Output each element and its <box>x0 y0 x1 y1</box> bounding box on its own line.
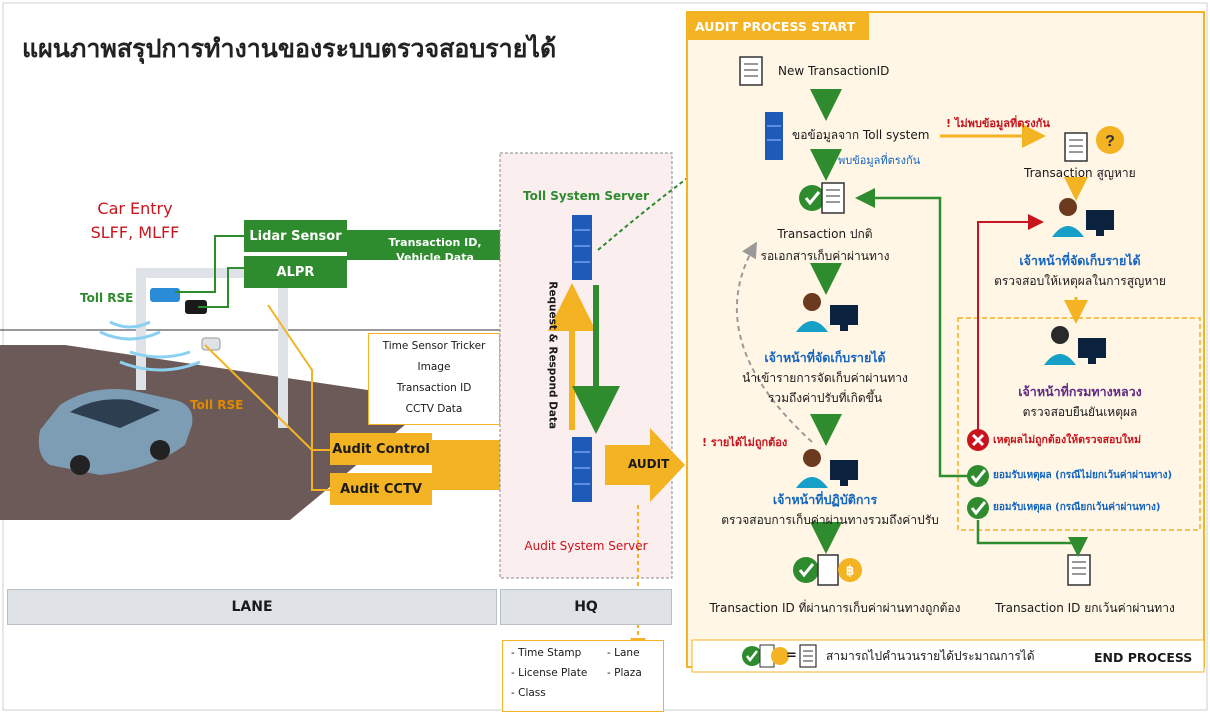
road <box>0 345 435 520</box>
accept-exempt-label: ยอมรับเหตุผล (กรณียกเว้นค่าผ่านทาง) <box>993 502 1161 513</box>
new-tx-label: New TransactionID <box>778 64 890 78</box>
dept-officer-desc: ตรวจสอบยืนยันเหตุผล <box>1022 405 1138 419</box>
stamp-item: - Class <box>511 687 546 699</box>
process-start-banner <box>687 12 869 40</box>
reject-x-icon <box>967 429 989 451</box>
operator-title: เจ้าหน้าที่ปฏิบัติการ <box>772 492 878 507</box>
collector-2-desc: ตรวจสอบให้เหตุผลในการสูญหาย <box>994 274 1166 288</box>
toll-gantry-icon <box>99 268 288 428</box>
alpr-connector <box>198 267 244 308</box>
stamp-box: - Time Stamp - License Plate - Class - L… <box>502 640 664 712</box>
audit-cctv-box: Audit CCTV <box>330 473 432 505</box>
audit-cctv-connector <box>267 304 330 491</box>
collector-1-desc-2: รวมถึงค่าปรับที่เกิดขึ้น <box>767 391 883 405</box>
data-list-item: Time Sensor Tricker <box>382 340 486 352</box>
audit-control-box: Audit Control <box>330 433 432 465</box>
reject-label: เหตุผลไม่ถูกต้องให้ตรวจสอบใหม่ <box>993 434 1141 446</box>
car-modes-label: SLFF, MLFF <box>90 223 180 242</box>
operator-desc: ตรวจสอบการเก็บค่าผ่านทางรวมถึงค่าปรับ <box>721 513 939 527</box>
process-start-label: AUDIT PROCESS START <box>695 19 856 34</box>
car-entry-label: Car Entry <box>97 199 173 218</box>
transaction-data-arrow <box>347 213 560 277</box>
stamp-item: - Lane <box>607 647 640 659</box>
tx-correct-label: Transaction ID ที่ผ่านการเก็บค่าผ่านทางถ… <box>709 601 961 615</box>
flow-reject-loop <box>977 214 1044 440</box>
car-icon <box>38 389 193 475</box>
accept-check-icon-2 <box>967 497 989 519</box>
request-toll-label: ขอข้อมูลจาก Toll system <box>792 128 930 142</box>
legend-doc-icon <box>799 644 817 668</box>
legend-text: สามารถไปคำนวนรายได้ประมาณการได้ <box>826 649 1035 663</box>
revenue-wrong-label: ! รายได้ไม่ถูกต้อง <box>702 436 788 449</box>
legend-check-coin-icon <box>742 644 789 668</box>
tx-exempt-label: Transaction ID ยกเว้นค่าผ่านทาง <box>995 601 1175 615</box>
found-label: พบข้อมูลที่ตรงกัน <box>838 154 921 167</box>
audit-server-label: Audit System Server <box>524 539 648 553</box>
stamp-item: - Time Stamp <box>511 647 582 659</box>
tx-exempt-icon <box>1067 554 1091 586</box>
flow-revenue-wrong-loop <box>735 241 813 443</box>
question-bubble-icon: ? <box>1096 126 1124 154</box>
toll-system-server-icon <box>765 112 783 160</box>
accept-check-icon-1 <box>967 465 989 487</box>
new-transaction-icon <box>739 56 763 86</box>
green-arrow-label-2: Vehicle Data <box>396 251 474 264</box>
request-respond-label: Request & Respond Data <box>546 281 559 430</box>
legend-equals: = <box>786 648 797 663</box>
data-list-item: CCTV Data <box>405 403 463 415</box>
page-title: แผนภาพสรุปการทำงานของระบบตรวจสอบรายได้ <box>22 34 557 63</box>
audit-server-icon <box>572 437 592 502</box>
lane-band: LANE <box>7 589 497 625</box>
dept-officer-icon <box>1044 326 1106 365</box>
hq-band: HQ <box>500 589 672 625</box>
alpr-box: ALPR <box>244 256 347 288</box>
data-list-item: Image <box>417 361 451 373</box>
tx-lost-label: Transaction สูญหาย <box>1024 166 1136 180</box>
tx-normal-label: Transaction ปกติ <box>777 227 873 241</box>
dept-officer-title: เจ้าหน้าที่กรมทางหลวง <box>1018 384 1142 399</box>
collector-2-title: เจ้าหน้าที่จัดเก็บรายได้ <box>1019 253 1141 268</box>
lidar-connector <box>175 235 244 293</box>
accept-no-exempt-label: ยอมรับเหตุผล (กรณีไม่ยกเว้นค่าผ่านทาง) <box>993 470 1173 481</box>
collector-1-desc-1: นำเข้ารายการจัดเก็บค่าผ่านทาง <box>742 371 908 385</box>
toll-server-icon <box>572 215 592 280</box>
tx-correct-icon: ฿ <box>793 554 862 586</box>
flow-accept-to-exempt <box>976 520 1088 557</box>
toll-rse-bottom-label: Toll RSE <box>190 398 244 412</box>
process-panel <box>686 11 1205 668</box>
audit-label: AUDIT <box>628 457 670 471</box>
audit-arrow <box>605 428 685 502</box>
green-arrow-label-1: Transaction ID, <box>388 236 482 249</box>
toll-rse-top-label: Toll RSE <box>80 291 134 305</box>
lidar-sensor-box: Lidar Sensor <box>244 220 347 252</box>
svg-text:?: ? <box>1105 133 1115 150</box>
not-found-label: ! ไม่พบข้อมูลที่ตรงกัน <box>946 117 1050 130</box>
data-list-item: Transaction ID <box>396 382 472 394</box>
flow-accept-to-normal <box>855 188 970 478</box>
data-list-box: Time Sensor Tricker Image Transaction ID… <box>368 333 500 425</box>
tx-lost-icon <box>1064 132 1088 162</box>
collector-1-icon <box>796 293 858 332</box>
stamp-item: - License Plate <box>511 667 588 679</box>
toll-server-label: Toll System Server <box>523 189 649 203</box>
collector-2-icon <box>1052 198 1114 237</box>
process-end-label: END PROCESS <box>1094 650 1193 665</box>
collector-1-title: เจ้าหน้าที่จัดเก็บรายได้ <box>764 350 886 365</box>
awaiting-doc-label: รอเอกสารเก็บค่าผ่านทาง <box>760 249 890 263</box>
tx-normal-icon <box>799 182 845 214</box>
stamp-item: - Plaza <box>607 667 642 679</box>
operator-icon <box>796 449 858 488</box>
svg-text:฿: ฿ <box>846 563 854 578</box>
